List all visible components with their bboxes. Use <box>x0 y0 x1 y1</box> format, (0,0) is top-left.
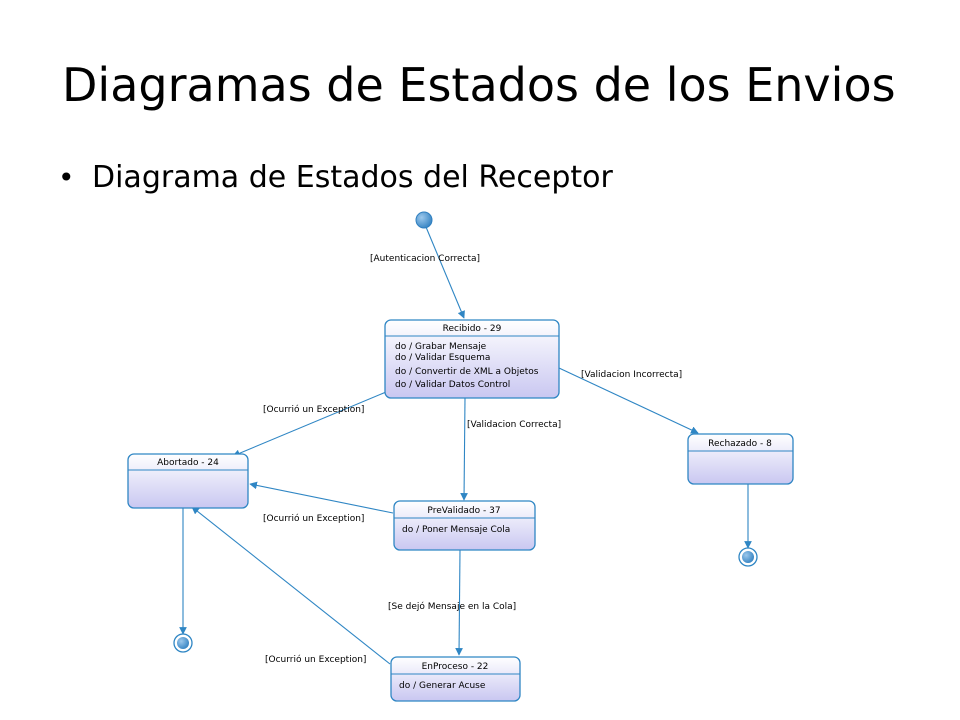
state-prevalidado: PreValidado - 37 do / Poner Mensaje Cola <box>393 500 536 551</box>
guard-autenticacion-correcta: [Autenticacion Correcta] <box>370 254 480 264</box>
transitions <box>179 226 752 665</box>
edge-recibido-to-rechazado <box>558 367 699 434</box>
guard-validacion-incorrecta: [Validacion Incorrecta] <box>581 370 682 380</box>
edge-enproceso-to-abortado <box>191 506 391 665</box>
guard-se-dejo-mensaje: [Se dejó Mensaje en la Cola] <box>388 601 516 612</box>
bullet-text: Diagrama de Estados del Receptor <box>92 160 613 195</box>
state-rechazado-name: Rechazado - 8 <box>708 439 772 449</box>
state-recibido-action: do / Convertir de XML a Objetos <box>395 367 539 377</box>
final-node-abortado <box>173 633 193 653</box>
state-recibido-name: Recibido - 29 <box>443 324 502 334</box>
edge-start-to-recibido <box>425 226 465 319</box>
edge-recibido-to-abortado <box>232 391 387 457</box>
state-abortado: Abortado - 24 <box>127 453 249 509</box>
state-recibido-action: do / Grabar Mensaje <box>395 342 487 352</box>
state-recibido: Recibido - 29 do / Grabar Mensaje do / V… <box>384 319 560 399</box>
guard-validacion-correcta: [Validacion Correcta] <box>467 420 561 430</box>
state-prevalidado-action: do / Poner Mensaje Cola <box>402 525 510 535</box>
guard-exception-recibido: [Ocurrió un Exception] <box>263 404 364 415</box>
guard-exception-prevalidado: [Ocurrió un Exception] <box>263 513 364 524</box>
initial-node <box>415 211 433 229</box>
edge-prevalidado-to-abortado <box>249 481 394 514</box>
guard-labels: [Autenticacion Correcta] [Validacion Inc… <box>263 254 682 665</box>
state-enproceso-name: EnProceso - 22 <box>422 662 489 672</box>
state-enproceso: EnProceso - 22 do / Generar Acuse <box>390 656 521 702</box>
state-recibido-action: do / Validar Datos Control <box>395 380 510 390</box>
final-node-rechazado <box>738 547 758 567</box>
edge-prevalidado-to-enproceso <box>455 549 463 656</box>
state-rechazado: Rechazado - 8 <box>687 433 794 485</box>
state-prevalidado-name: PreValidado - 37 <box>427 506 500 516</box>
bullet-item: • Diagrama de Estados del Receptor <box>58 160 613 195</box>
guard-exception-enproceso: [Ocurrió un Exception] <box>265 654 366 665</box>
edge-recibido-to-prevalidado <box>460 397 468 501</box>
state-recibido-action: do / Validar Esquema <box>395 353 490 363</box>
slide-title: Diagramas de Estados de los Envios <box>62 58 896 112</box>
bullet-dot-icon: • <box>58 161 75 194</box>
state-enproceso-action: do / Generar Acuse <box>399 681 486 691</box>
state-abortado-name: Abortado - 24 <box>157 458 219 468</box>
